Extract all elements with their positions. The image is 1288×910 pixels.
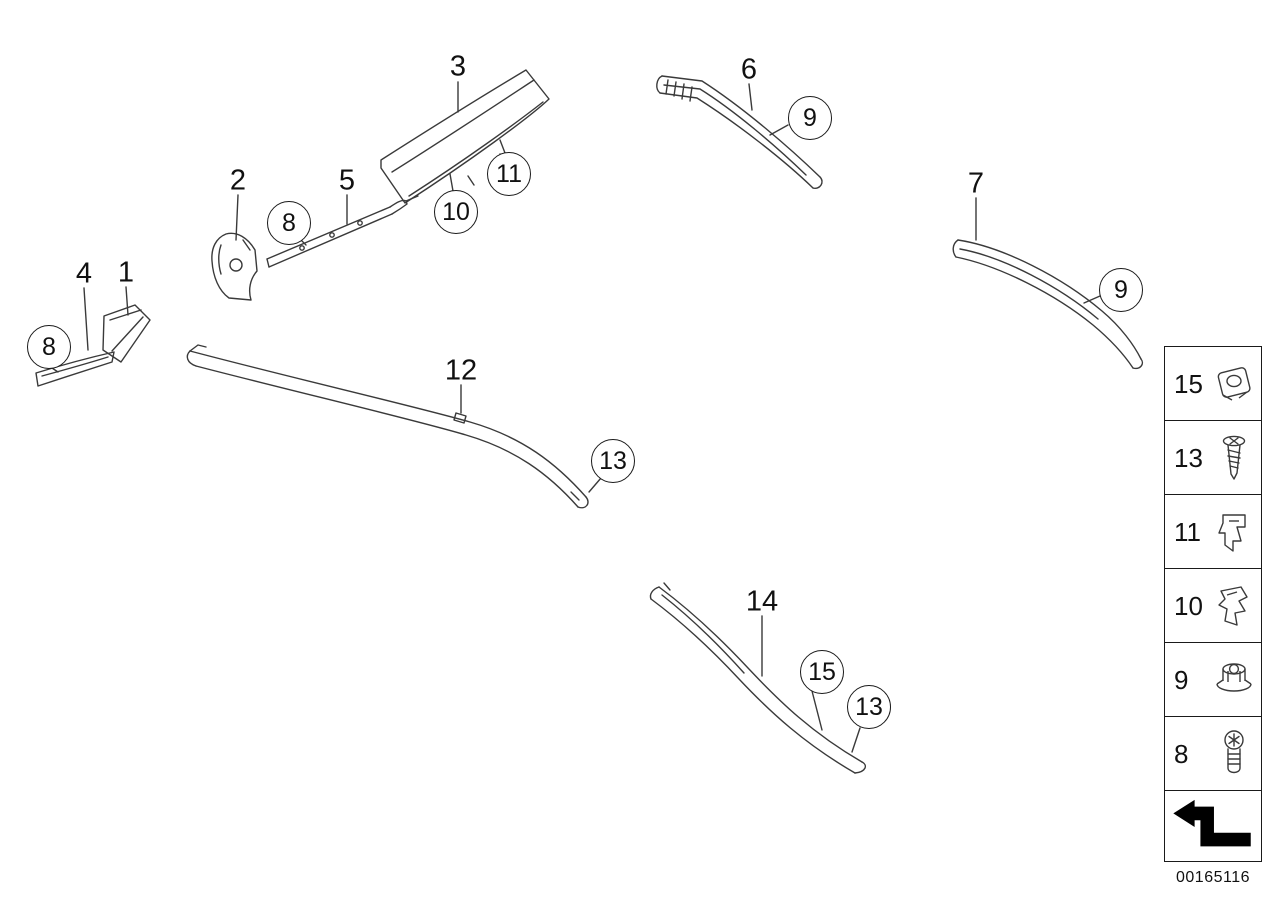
part-label-12[interactable]: 12 <box>444 354 478 387</box>
part-label-4[interactable]: 4 <box>75 257 93 290</box>
fastener-callout-8-a[interactable]: 8 <box>267 201 311 245</box>
fastener-callout-9-b[interactable]: 9 <box>1099 268 1143 312</box>
legend-number: 15 <box>1174 368 1203 399</box>
legend-row-15[interactable]: 15 <box>1165 347 1261 421</box>
part-label-6[interactable]: 6 <box>740 53 758 86</box>
fastener-callout-9-a[interactable]: 9 <box>788 96 832 140</box>
tapping-screw-icon <box>1222 435 1246 480</box>
fastener-legend: 15 13 11 <box>1164 346 1262 862</box>
fastener-callout-11[interactable]: 11 <box>487 152 531 196</box>
leader-lines <box>51 81 1101 753</box>
legend-number: 11 <box>1174 516 1201 547</box>
legend-row-9[interactable]: 9 <box>1165 643 1261 717</box>
flange-nut-icon <box>1216 662 1252 692</box>
fastener-callout-8-b[interactable]: 8 <box>27 325 71 369</box>
legend-number: 8 <box>1174 738 1189 769</box>
legend-number: 9 <box>1174 664 1189 695</box>
part-5-drawing[interactable] <box>266 195 419 268</box>
fastener-callout-10[interactable]: 10 <box>434 190 478 234</box>
part-label-2[interactable]: 2 <box>229 164 247 197</box>
part-4-drawing[interactable] <box>35 351 115 387</box>
fastener-callout-15[interactable]: 15 <box>800 650 844 694</box>
part-label-7[interactable]: 7 <box>967 167 985 200</box>
diagram-number: 00165116 <box>1176 869 1250 886</box>
sheet-metal-nut-icon <box>1217 366 1251 401</box>
fastener-callout-13-b[interactable]: 13 <box>847 685 891 729</box>
spring-clip-icon <box>1218 513 1246 552</box>
part-14-drawing[interactable] <box>649 582 867 774</box>
part-12-drawing[interactable] <box>186 344 589 509</box>
fastener-callout-13-a[interactable]: 13 <box>591 439 635 483</box>
legend-row-10[interactable]: 10 <box>1165 569 1261 643</box>
part-label-5[interactable]: 5 <box>338 164 356 197</box>
spring-clip-icon <box>1218 585 1248 626</box>
part-7-drawing[interactable] <box>952 239 1144 370</box>
part-label-14[interactable]: 14 <box>745 585 779 618</box>
bent-arrow-icon <box>1173 799 1251 847</box>
legend-row-11[interactable]: 11 <box>1165 495 1261 569</box>
pan-head-screw-icon <box>1224 729 1244 773</box>
legend-row-8[interactable]: 8 <box>1165 717 1261 791</box>
legend-direction-cell <box>1165 791 1261 861</box>
legend-row-13[interactable]: 13 <box>1165 421 1261 495</box>
part-2-drawing[interactable] <box>211 232 258 301</box>
legend-number: 10 <box>1174 590 1203 621</box>
part-6-drawing[interactable] <box>656 75 823 190</box>
part-label-3[interactable]: 3 <box>449 50 467 83</box>
part-label-1[interactable]: 1 <box>117 256 135 289</box>
part-1-drawing[interactable] <box>102 304 151 363</box>
legend-number: 13 <box>1174 442 1203 473</box>
